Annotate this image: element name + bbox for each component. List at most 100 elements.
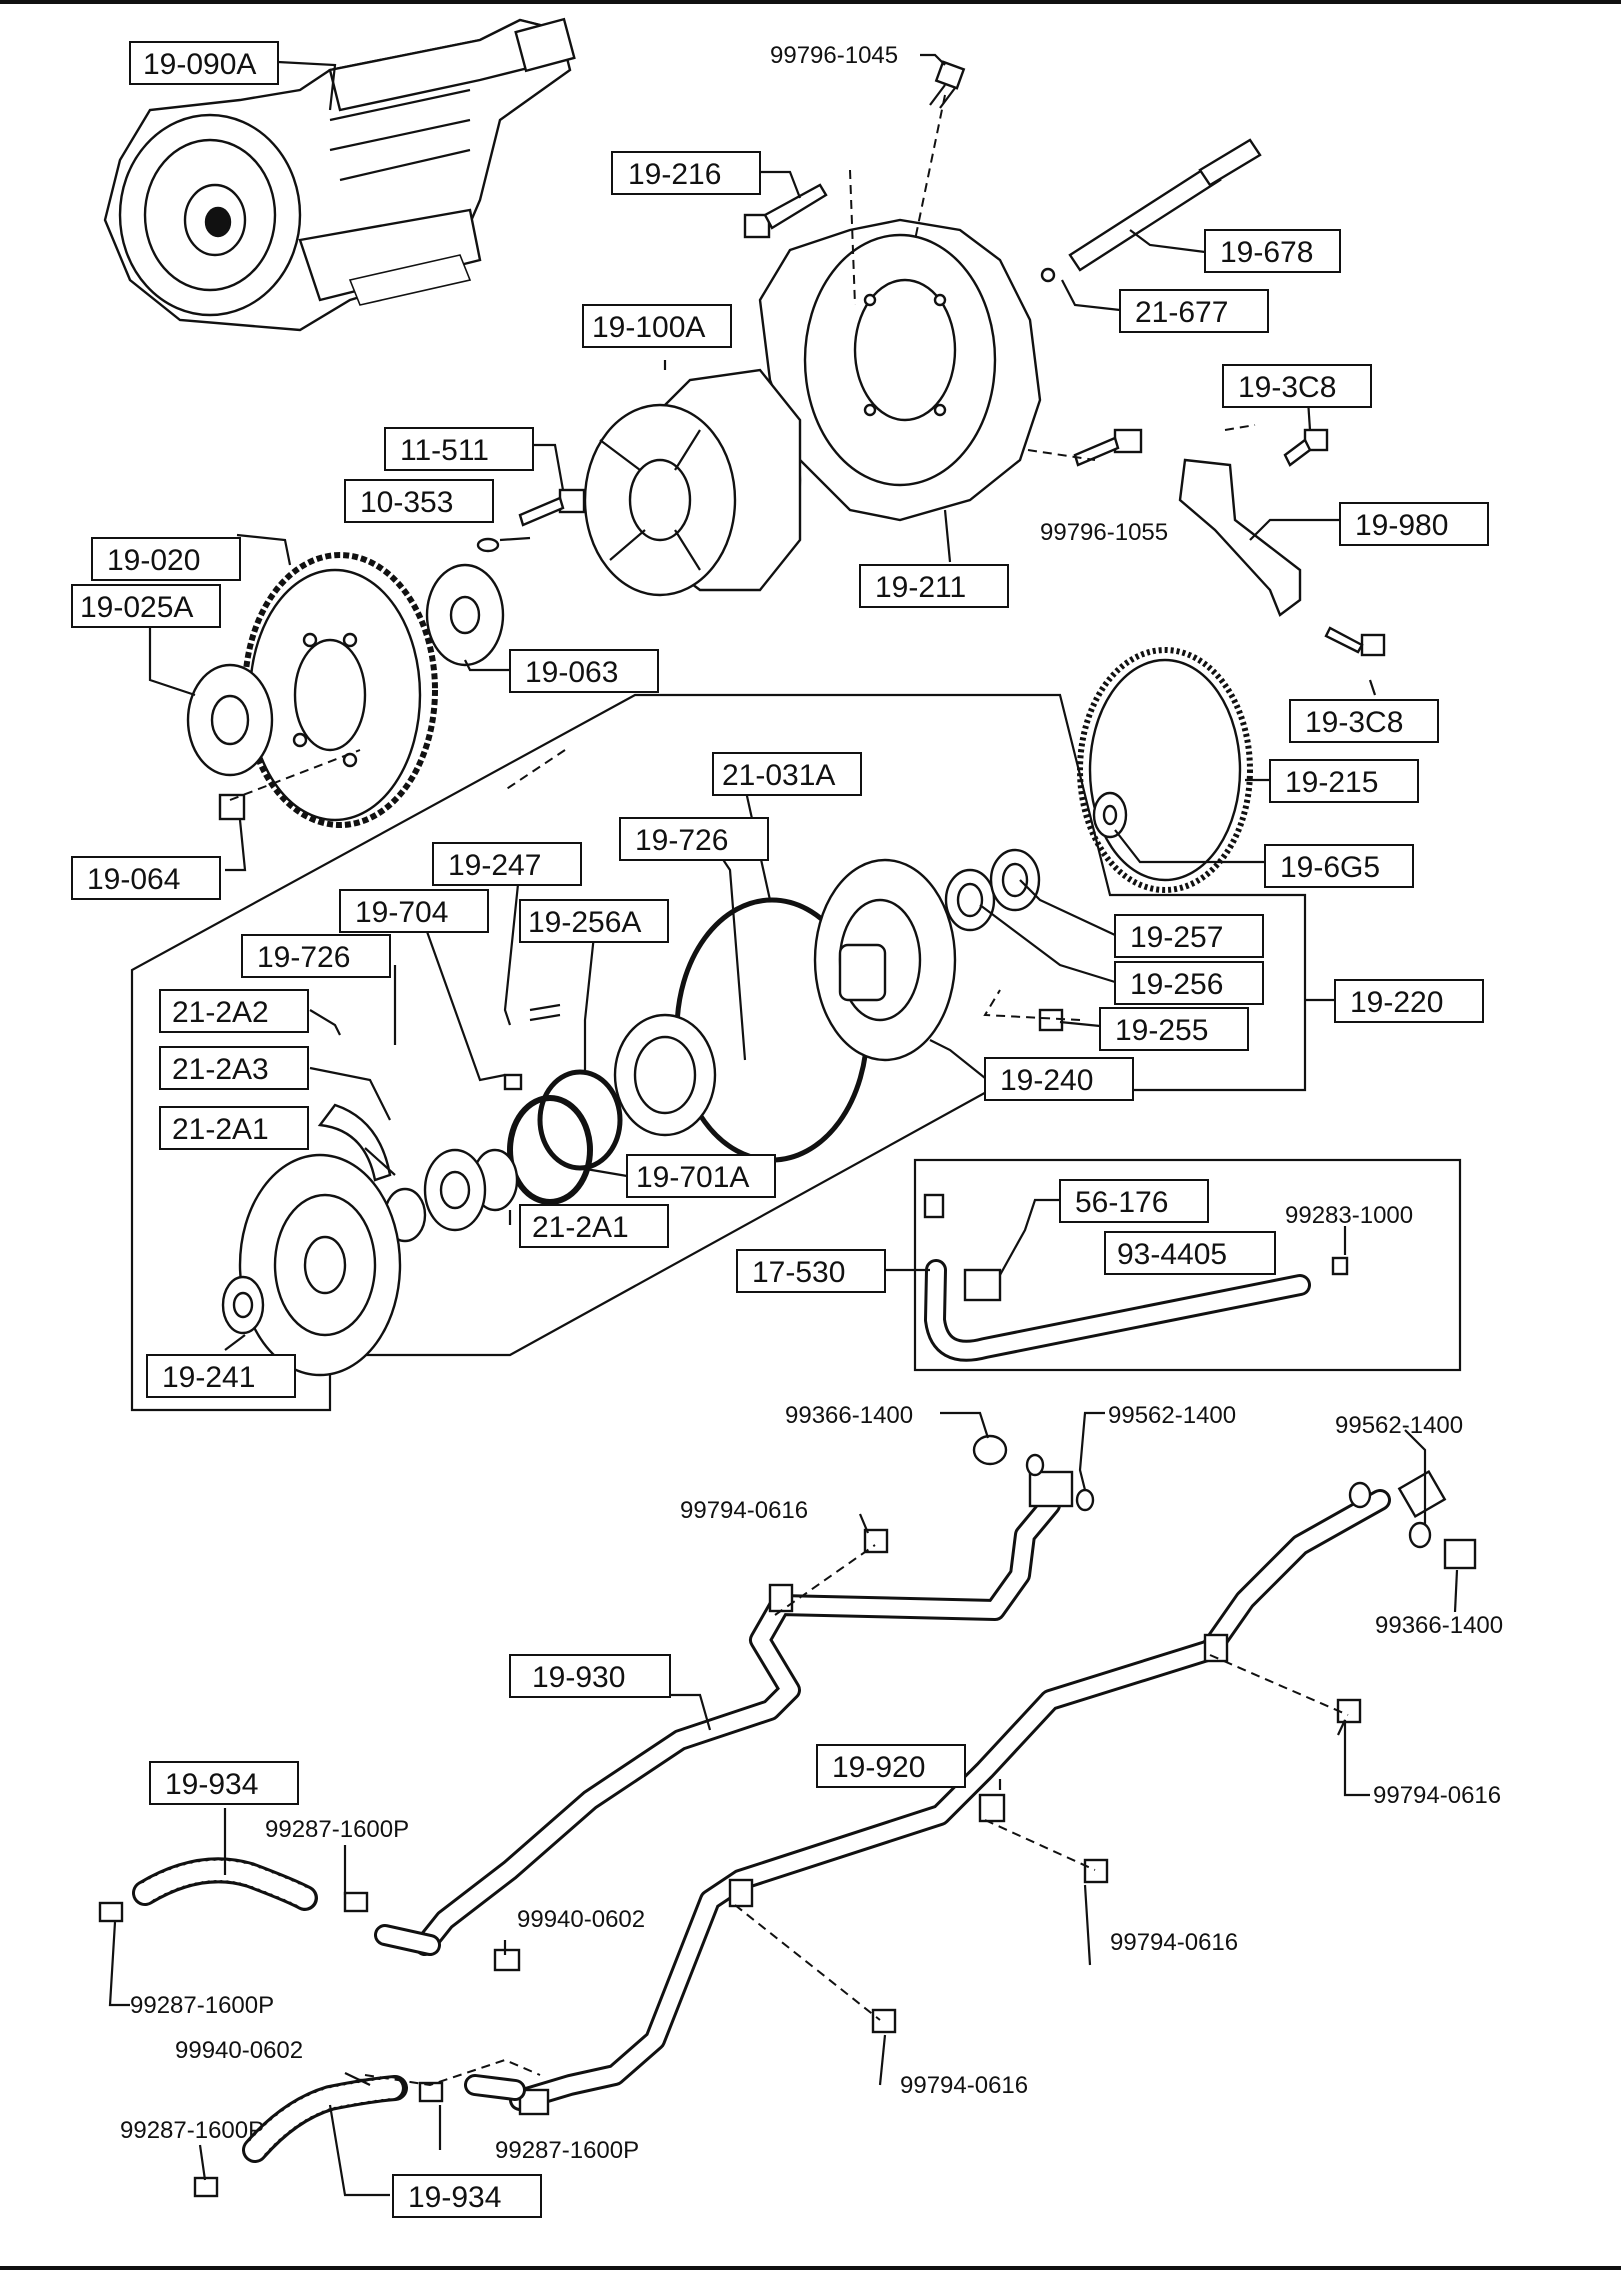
part-number: 19-255 — [1115, 1014, 1208, 1047]
part-label-19-920: 19-920 — [816, 1744, 966, 1788]
part-label-93-4405: 93-4405 — [1104, 1231, 1276, 1275]
level-gauge-illustration — [923, 1193, 1349, 1362]
part-number: 21-031A — [722, 759, 835, 792]
part-label-19-6G5: 19-6G5 — [1264, 844, 1414, 888]
part-number: 19-063 — [525, 656, 618, 689]
part-number: 19-256 — [1130, 968, 1223, 1001]
cooler-pipe-19-930-illustration — [414, 1470, 1074, 1956]
part-label-19-980: 19-980 — [1339, 502, 1489, 546]
part-label-19-704: 19-704 — [339, 889, 489, 933]
bolt-99796-1045-illustration — [929, 60, 966, 109]
part-label-19-3C8-top: 19-3C8 — [1222, 364, 1372, 408]
part-label-99287-1600P-c: 99287-1600P — [120, 2117, 264, 2144]
part-number: 11-511 — [400, 434, 489, 467]
part-number: 19-100A — [592, 311, 705, 344]
part-number: 19-701A — [636, 1161, 749, 1194]
part-label-19-064: 19-064 — [71, 856, 221, 900]
part-label-99796-1055: 99796-1055 — [1040, 519, 1168, 546]
seal-19-6G5-illustration — [1092, 791, 1128, 839]
cooler-pipe-19-920-illustration — [509, 1470, 1447, 2116]
hose-19-934-top-illustration — [132, 1857, 318, 1911]
part-label-19-211: 19-211 — [859, 564, 1009, 608]
level-gauge-group-frame — [913, 1158, 1462, 1372]
part-label-19-678: 19-678 — [1204, 229, 1341, 273]
part-number: 19-090A — [143, 48, 256, 81]
part-number: 19-3C8 — [1305, 706, 1403, 739]
bolt-11-511-illustration — [476, 488, 586, 553]
part-number: 19-726 — [635, 824, 728, 857]
part-label-99287-1600P-d: 99287-1600P — [495, 2137, 639, 2164]
part-label-19-3C8-bottom: 19-3C8 — [1289, 699, 1439, 743]
adapter-plate-19-025A-illustration — [186, 663, 274, 777]
part-label-99562-1400-top: 99562-1400 — [1108, 1402, 1236, 1429]
part-number: 19-064 — [87, 863, 180, 896]
part-label-21-031A: 21-031A — [712, 752, 862, 796]
part-label-19-020: 19-020 — [91, 537, 241, 581]
part-number: 19-6G5 — [1280, 851, 1380, 884]
part-number: 19-256A — [528, 906, 641, 939]
part-label-19-256A: 19-256A — [519, 899, 669, 943]
plate-19-063-illustration — [425, 563, 505, 667]
part-label-21-2A1-left: 21-2A1 — [159, 1106, 309, 1150]
part-label-19-241: 19-241 — [146, 1354, 296, 1398]
part-label-11-511: 11-511 — [384, 427, 534, 471]
part-label-19-063: 19-063 — [509, 649, 659, 693]
part-number: 10-353 — [360, 486, 453, 519]
pipe-stubs-illustration — [374, 1924, 526, 2101]
part-number: 17-530 — [752, 1256, 845, 1289]
part-label-19-216: 19-216 — [611, 151, 761, 195]
part-number: 19-3C8 — [1238, 371, 1336, 404]
leader-lines — [108, 53, 1459, 2197]
part-label-19-240: 19-240 — [984, 1057, 1134, 1101]
shaft-19-678-illustration — [1040, 138, 1262, 283]
part-number: 19-920 — [832, 1751, 925, 1784]
part-label-17-530: 17-530 — [736, 1249, 886, 1293]
part-number: 19-211 — [875, 571, 966, 604]
part-number: 19-025A — [80, 591, 193, 624]
part-label-21-2A1-mid: 21-2A1 — [519, 1204, 669, 1248]
part-number: 56-176 — [1075, 1186, 1168, 1219]
part-label-19-247: 19-247 — [432, 842, 582, 886]
part-label-10-353: 10-353 — [344, 479, 494, 523]
part-number: 19-934 — [408, 2181, 501, 2214]
part-label-19-255: 19-255 — [1099, 1007, 1249, 1051]
part-label-19-025A: 19-025A — [71, 584, 221, 628]
part-number: 21-2A1 — [172, 1113, 269, 1146]
part-label-99794-0616-a: 99794-0616 — [680, 1497, 808, 1524]
part-number: 21-2A1 — [532, 1211, 629, 1244]
part-number: 19-020 — [107, 544, 200, 577]
part-number: 19-215 — [1285, 766, 1378, 799]
part-number: 19-704 — [355, 896, 448, 929]
part-number: 19-240 — [1000, 1064, 1093, 1097]
part-number: 21-2A2 — [172, 996, 269, 1029]
part-label-19-934-top: 19-934 — [149, 1761, 299, 1805]
part-number: 19-934 — [165, 1768, 258, 1801]
part-label-19-726-left: 19-726 — [241, 934, 391, 978]
part-label-99794-0616-c: 99794-0616 — [1110, 1929, 1238, 1956]
part-label-99794-0616-b: 99794-0616 — [1373, 1782, 1501, 1809]
part-label-99287-1600P-b: 99287-1600P — [130, 1992, 274, 2019]
part-number: 19-257 — [1130, 921, 1223, 954]
part-label-99794-0616-d: 99794-0616 — [900, 2072, 1028, 2099]
bracket-19-980-illustration — [1178, 428, 1386, 657]
part-number: 19-980 — [1355, 509, 1448, 542]
part-label-99562-1400-right: 99562-1400 — [1335, 1412, 1463, 1439]
part-number: 21-2A3 — [172, 1053, 269, 1086]
part-label-99366-1400-top: 99366-1400 — [785, 1402, 913, 1429]
converter-housing-illustration — [758, 218, 1042, 522]
part-label-19-100A: 19-100A — [582, 304, 732, 348]
part-number: 19-726 — [257, 941, 350, 974]
part-number: 93-4405 — [1117, 1238, 1227, 1271]
part-label-99287-1600P-a: 99287-1600P — [265, 1816, 409, 1843]
part-number: 21-677 — [1135, 296, 1228, 329]
part-number: 19-241 — [162, 1361, 255, 1394]
oil-pump-illustration — [813, 848, 1064, 1062]
part-label-19-930: 19-930 — [509, 1654, 671, 1698]
part-number: 19-930 — [532, 1661, 625, 1694]
pump-group-frame — [130, 693, 1307, 1412]
part-label-19-090A: 19-090A — [129, 41, 279, 85]
part-label-21-2A2: 21-2A2 — [159, 989, 309, 1033]
part-label-19-934-bottom: 19-934 — [392, 2174, 542, 2218]
dashed-alignment-lines — [229, 94, 1349, 2087]
